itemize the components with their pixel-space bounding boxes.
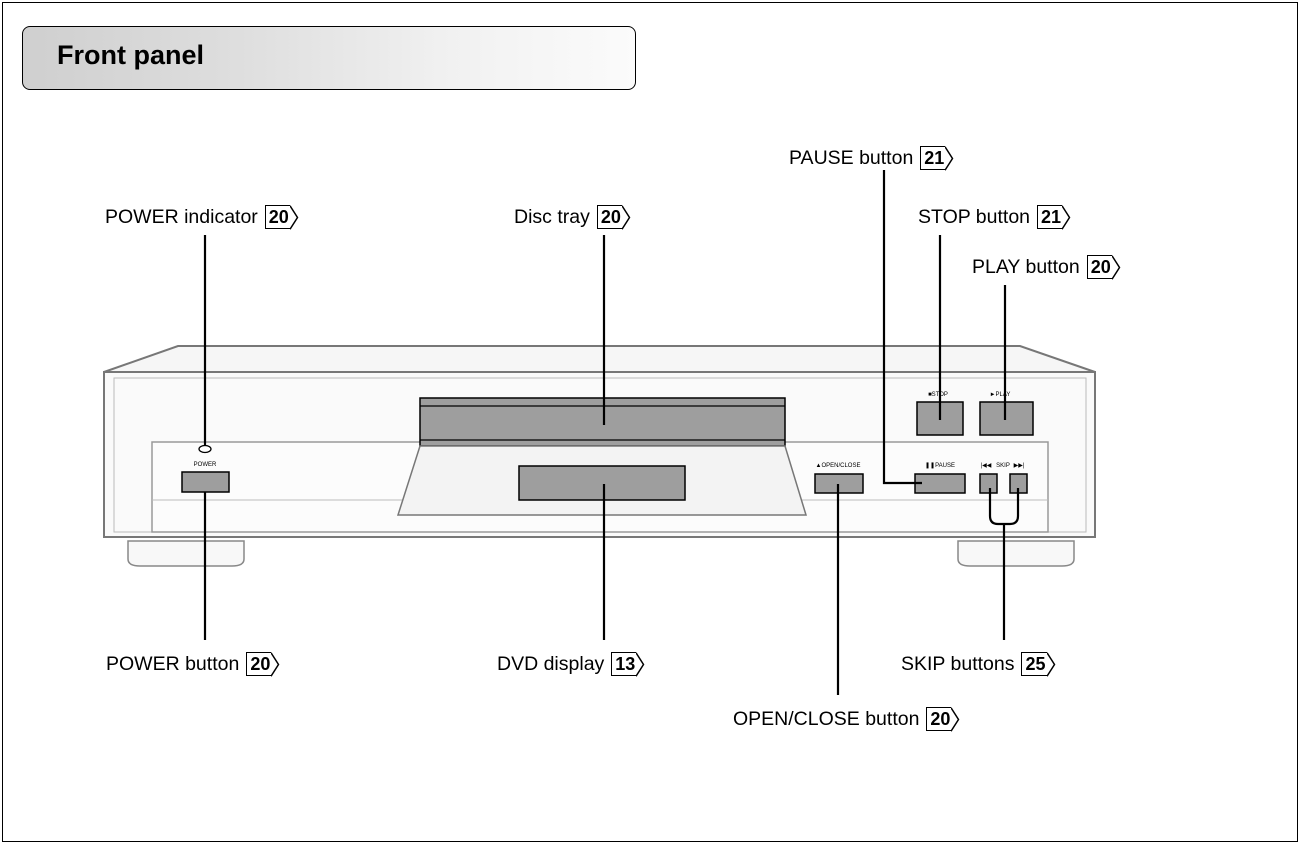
page-ref-number[interactable]: 20 xyxy=(1086,255,1112,279)
page-ref-number[interactable]: 25 xyxy=(1021,652,1047,676)
power-panel-label: POWER xyxy=(194,462,217,468)
callout-power-indicator-label: POWER indicator xyxy=(105,205,258,228)
page-ref-badge: 21 xyxy=(1037,204,1071,230)
power-indicator-led xyxy=(198,444,212,454)
callout-power-indicator: POWER indicator 20 xyxy=(105,203,299,231)
page-ref-number[interactable]: 20 xyxy=(264,205,290,229)
right-foot xyxy=(957,540,1075,567)
page-ref-badge: 21 xyxy=(920,145,954,171)
page-ref-number[interactable]: 21 xyxy=(920,146,946,170)
open-close-panel-label: ▲OPEN/CLOSE xyxy=(816,463,861,469)
page-ref-badge: 25 xyxy=(1021,651,1055,677)
page-ref-badge: 20 xyxy=(1086,254,1121,280)
page-ref-badge: 20 xyxy=(596,204,631,230)
player-top-lid xyxy=(103,345,1096,373)
callout-stop-button-label: STOP button xyxy=(918,205,1031,228)
play-button[interactable] xyxy=(979,401,1034,436)
page-ref-number[interactable]: 20 xyxy=(246,652,272,676)
callout-power-button: POWER button 20 xyxy=(106,650,280,678)
leader-pause xyxy=(882,170,922,485)
page-ref-badge: 20 xyxy=(264,204,299,230)
left-foot xyxy=(127,540,245,567)
page-ref-badge: 20 xyxy=(926,706,960,732)
callout-pause-button: PAUSE button 21 xyxy=(789,144,954,172)
callout-power-button-label: POWER button xyxy=(106,652,240,675)
disc-tray xyxy=(419,397,786,447)
play-panel-label: ►PLAY xyxy=(990,392,1011,398)
page-ref-arrow-icon xyxy=(1111,254,1121,280)
callout-disc-tray-label: Disc tray xyxy=(514,205,590,228)
callout-open-close-button: OPEN/CLOSE button 20 xyxy=(733,705,960,733)
page-ref-number[interactable]: 20 xyxy=(926,707,952,731)
callout-skip-buttons-label: SKIP buttons xyxy=(901,652,1015,675)
callout-dvd-display: DVD display 13 xyxy=(497,650,645,678)
skip-prev-button[interactable] xyxy=(979,473,998,494)
skip-prev-panel-label: |◀◀ xyxy=(981,463,992,469)
page-ref-arrow-icon xyxy=(636,651,645,677)
skip-panel-label: SKIP xyxy=(996,463,1010,469)
page-ref-badge: 20 xyxy=(246,651,280,677)
page-ref-number[interactable]: 13 xyxy=(611,652,637,676)
page-ref-arrow-icon xyxy=(1062,204,1071,230)
page-ref-arrow-icon xyxy=(945,145,954,171)
callout-dvd-display-label: DVD display xyxy=(497,652,605,675)
page-ref-badge: 13 xyxy=(611,651,645,677)
stop-panel-label: ■STOP xyxy=(928,392,948,398)
callout-disc-tray: Disc tray 20 xyxy=(514,203,631,231)
callout-play-button: PLAY button 20 xyxy=(972,253,1121,281)
page-ref-arrow-icon xyxy=(621,204,631,230)
dvd-display-window xyxy=(518,465,686,501)
callout-open-close-button-label: OPEN/CLOSE button xyxy=(733,707,920,730)
page-ref-number[interactable]: 20 xyxy=(596,205,622,229)
section-title: Front panel xyxy=(57,40,204,70)
callout-pause-button-label: PAUSE button xyxy=(789,146,914,169)
page-ref-arrow-icon xyxy=(271,651,280,677)
pause-button[interactable] xyxy=(914,473,966,494)
pause-panel-label: ❚❚PAUSE xyxy=(925,462,955,469)
callout-play-button-label: PLAY button xyxy=(972,255,1080,278)
skip-next-panel-label: ▶▶| xyxy=(1014,463,1025,469)
callout-stop-button: STOP button 21 xyxy=(918,203,1071,231)
leader-lines xyxy=(203,170,1020,695)
callout-skip-buttons: SKIP buttons 25 xyxy=(901,650,1056,678)
page-ref-arrow-icon xyxy=(1046,651,1055,677)
page-ref-number[interactable]: 21 xyxy=(1037,205,1063,229)
page-ref-arrow-icon xyxy=(951,706,960,732)
section-header: Front panel xyxy=(22,26,636,90)
page-ref-arrow-icon xyxy=(289,204,299,230)
power-button[interactable] xyxy=(181,471,230,493)
